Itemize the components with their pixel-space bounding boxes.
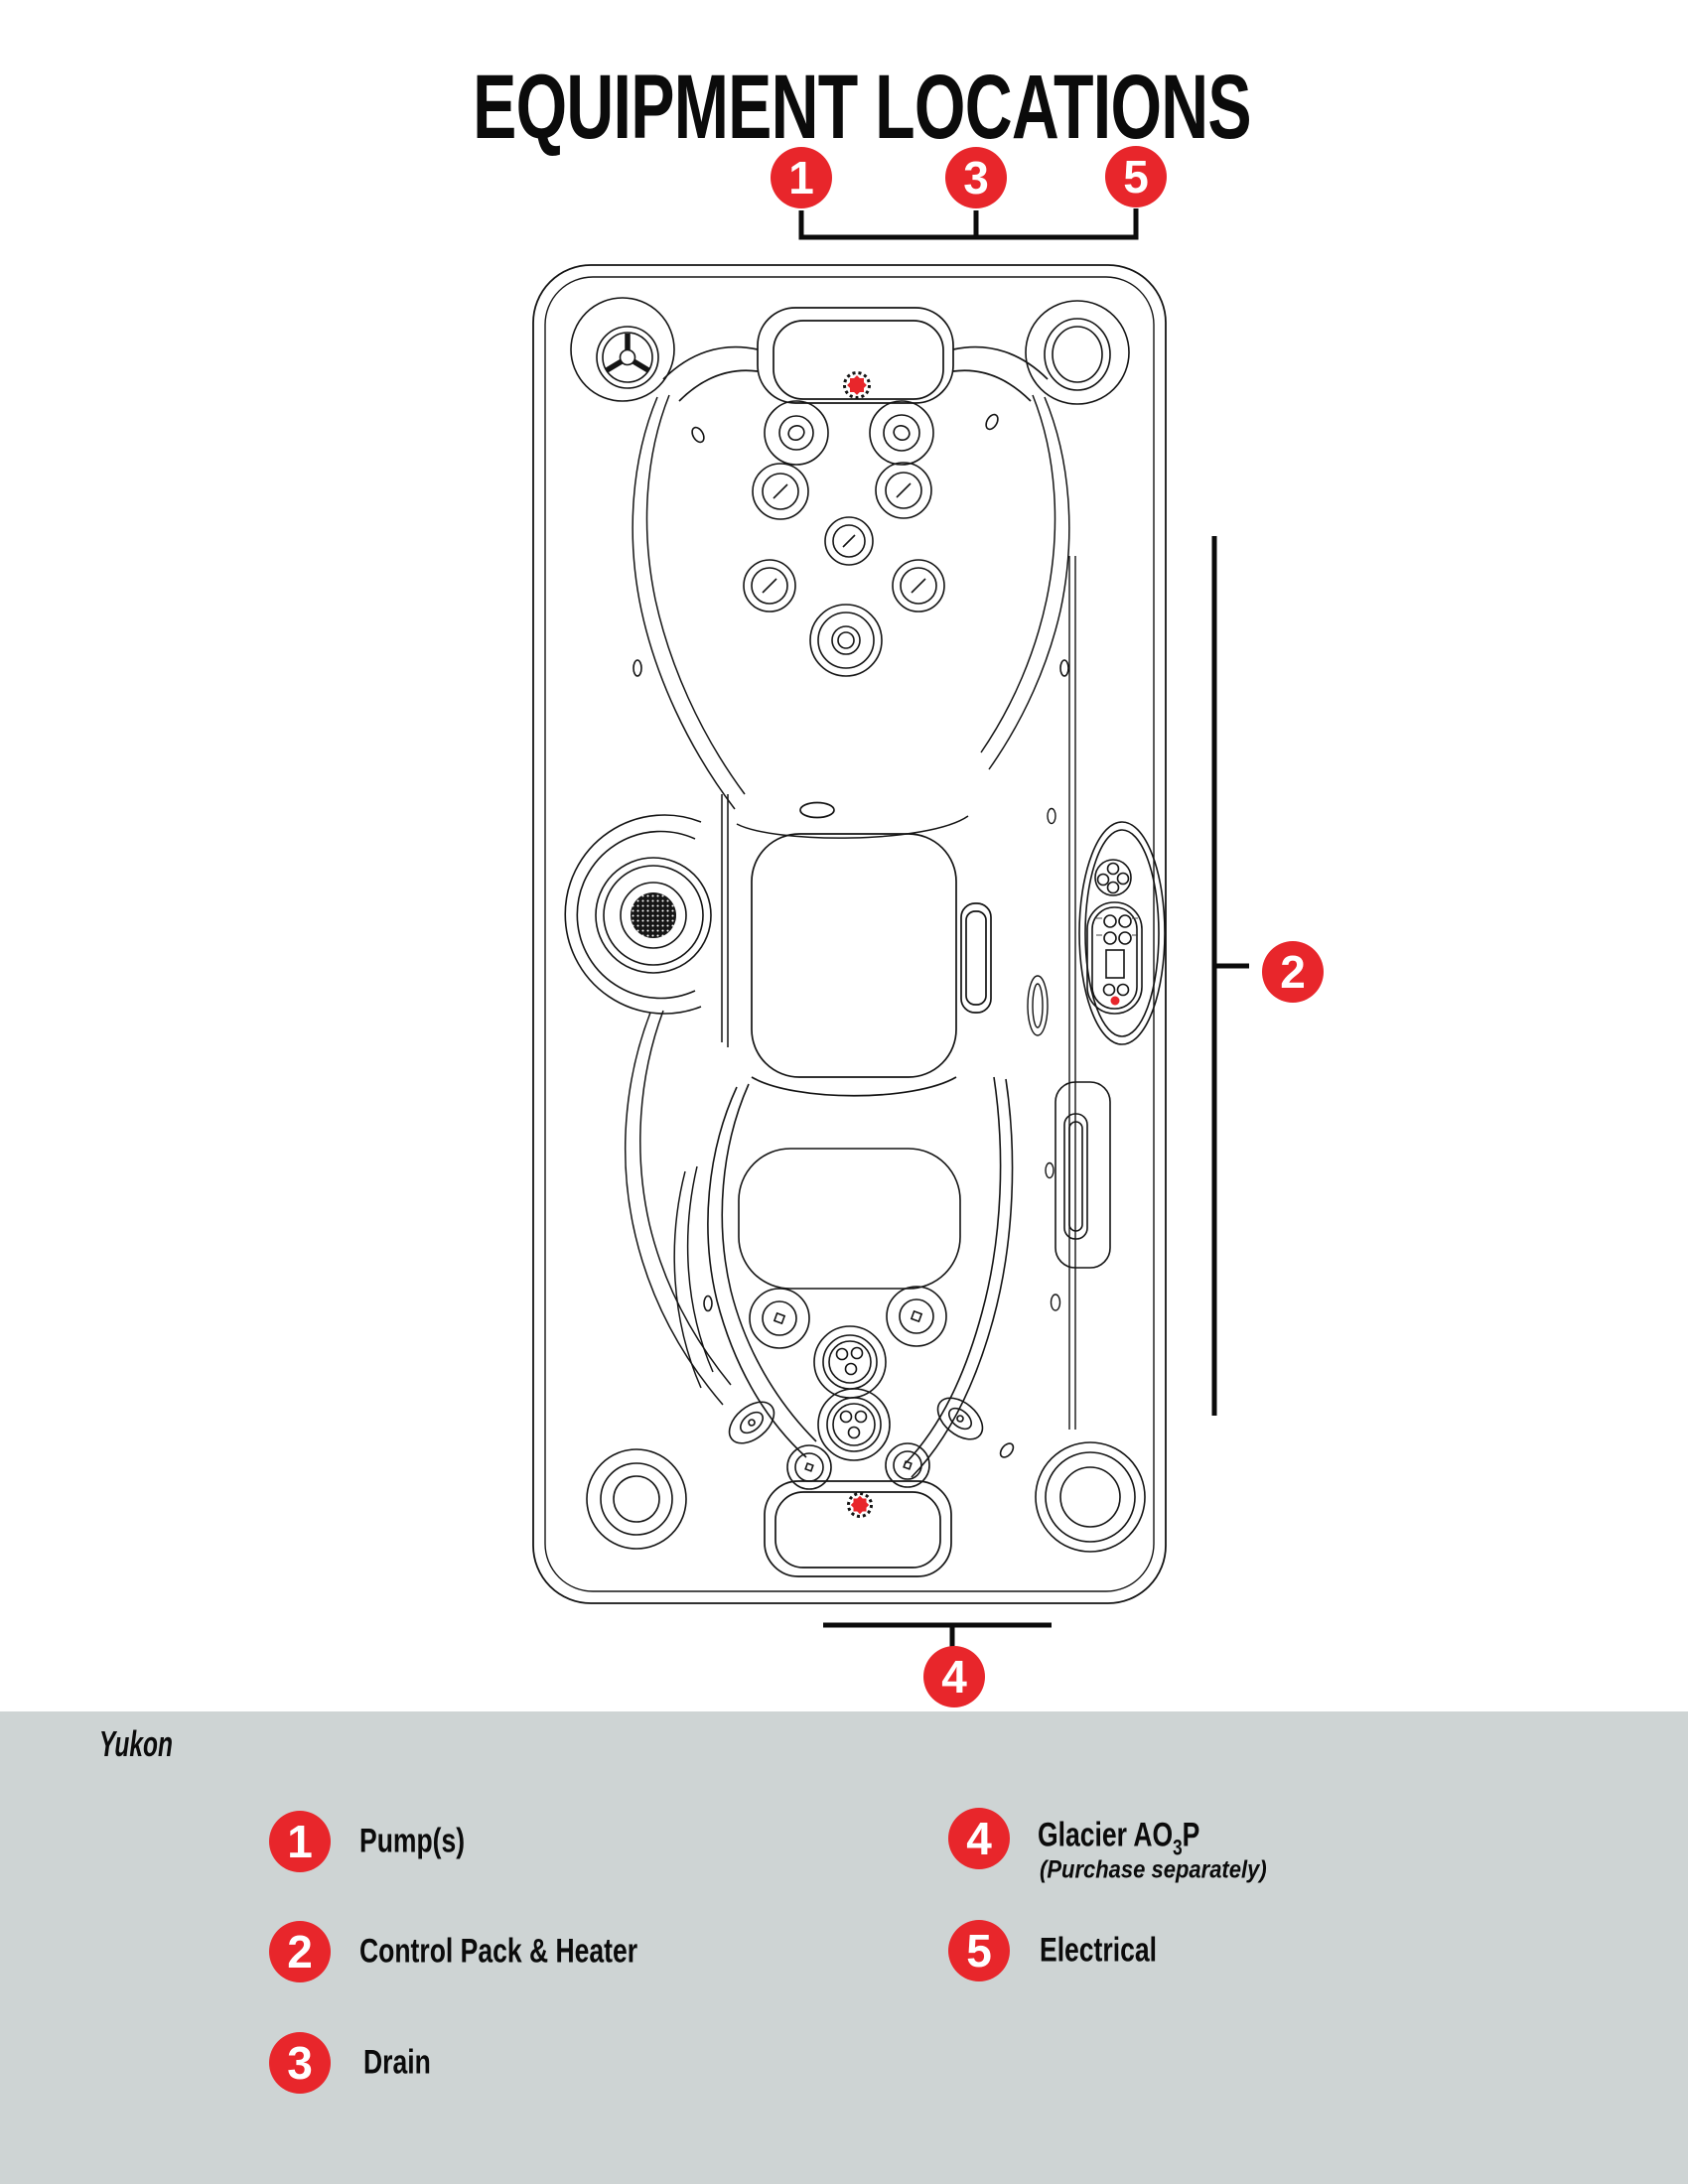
callout-marker-5: 5 xyxy=(1105,146,1167,207)
right-rail xyxy=(1027,556,1076,1430)
legend-label-pumps: Pump(s) xyxy=(359,1822,466,1860)
legend-label-glacier: Glacier AO3P xyxy=(1038,1816,1200,1860)
brand-logo-bottom xyxy=(847,1492,873,1518)
legend-marker-3: 3 xyxy=(269,2032,331,2094)
legend-label-control-pack: Control Pack & Heater xyxy=(359,1932,638,1971)
callout-brackets xyxy=(798,208,1249,1647)
topside-keypad xyxy=(1086,901,1143,1015)
bottom-seat xyxy=(707,1076,1014,1478)
bottom-jets xyxy=(703,1286,1015,1490)
legend-note-purchase: (Purchase separately) xyxy=(1040,1855,1267,1884)
page-title: EQUIPMENT LOCATIONS xyxy=(473,57,1251,158)
corner-jet-bottom-left xyxy=(586,1448,687,1550)
callout-marker-3: 3 xyxy=(945,147,1007,208)
lounge-contours xyxy=(624,794,732,1406)
legend-marker-2: 2 xyxy=(269,1921,331,1982)
control-panel xyxy=(1078,821,1166,1045)
legend-marker-1: 1 xyxy=(269,1811,331,1872)
upper-seat-walls xyxy=(632,394,1070,839)
diverter-valve xyxy=(1094,859,1132,896)
corner-jet-top-right xyxy=(1025,300,1130,405)
floor-drain xyxy=(799,801,835,819)
legend-marker-4: 4 xyxy=(948,1808,1010,1869)
brand-logo-top xyxy=(843,371,871,399)
callout-marker-1: 1 xyxy=(771,147,832,208)
corner-jet-bottom-right xyxy=(1035,1441,1146,1553)
callout-marker-4: 4 xyxy=(923,1646,985,1707)
speaker xyxy=(564,814,712,1015)
bottom-pillow xyxy=(764,1480,952,1577)
corner-filter xyxy=(570,297,675,402)
legend-marker-5: 5 xyxy=(948,1920,1010,1981)
grab-bar xyxy=(1055,1081,1111,1269)
keypad-display xyxy=(1105,949,1125,979)
legend-label-electrical: Electrical xyxy=(1040,1931,1157,1970)
upper-jets xyxy=(633,400,1069,677)
legend-label-drain: Drain xyxy=(363,2043,431,2082)
subscript-3: 3 xyxy=(1173,1835,1183,1860)
keypad-red-button xyxy=(1110,996,1120,1006)
callout-marker-2: 2 xyxy=(1262,941,1324,1003)
top-pillow xyxy=(662,307,1049,404)
tub-shell xyxy=(532,264,1167,1604)
legend-panel xyxy=(0,1711,1688,2184)
model-name: Yukon xyxy=(99,1723,173,1764)
footwell xyxy=(751,801,992,1097)
